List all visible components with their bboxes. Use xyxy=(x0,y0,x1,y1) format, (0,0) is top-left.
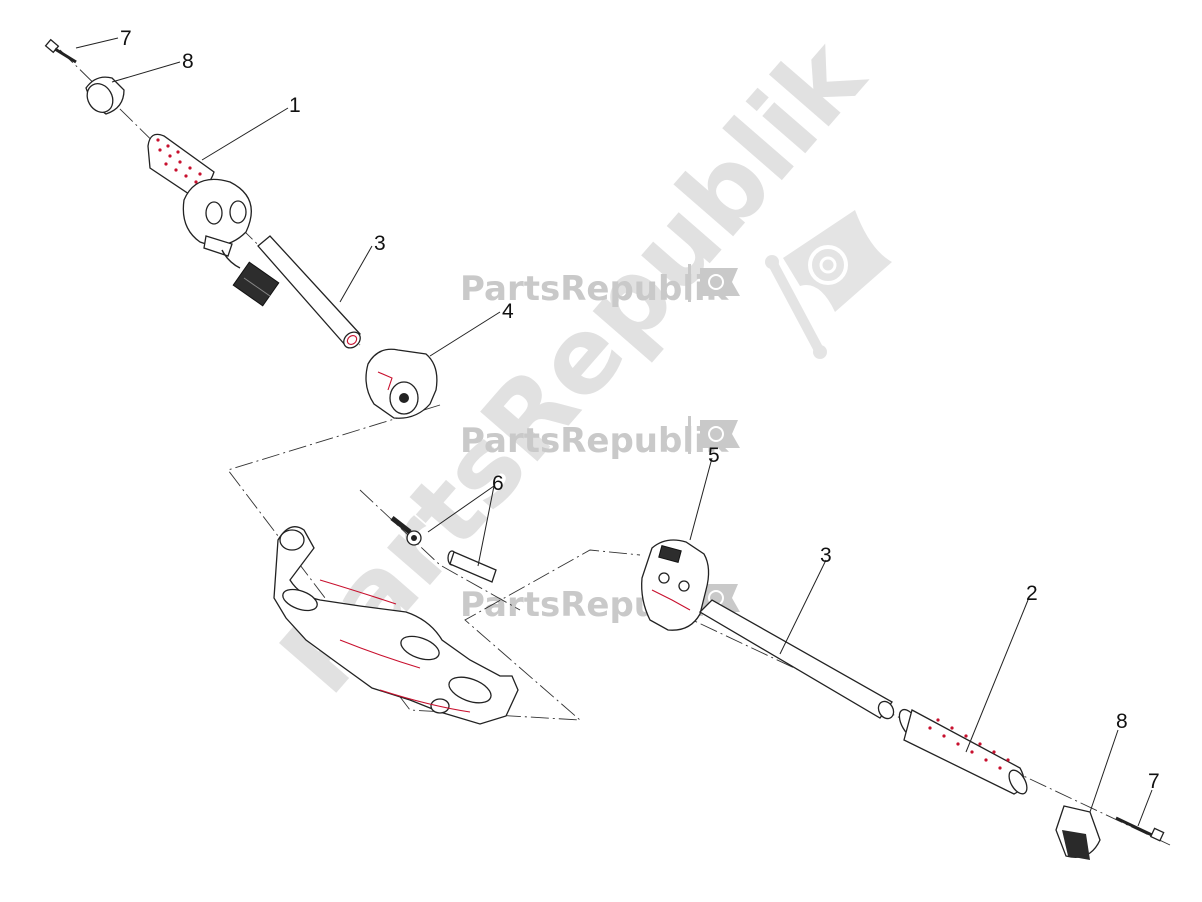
leader-lines xyxy=(75,37,1153,827)
callout-6: 6 xyxy=(492,472,504,495)
callout-5: 5 xyxy=(708,444,720,467)
part-5-left-switch-housing xyxy=(641,539,710,631)
callout-8-bottom: 8 xyxy=(1116,710,1128,733)
part-8-bar-end-top xyxy=(85,76,125,115)
watermark-small-2: PartsRepublik xyxy=(460,416,740,461)
callout-7-bottom: 7 xyxy=(1148,770,1160,793)
part-6-bolts xyxy=(390,516,497,583)
part-7-bolt-bottom xyxy=(1115,816,1165,842)
watermark-small-1: PartsRepublik xyxy=(460,264,740,309)
callout-3-bottom: 3 xyxy=(820,544,832,567)
callouts: 7 8 1 3 4 6 5 3 2 8 7 xyxy=(120,27,1160,793)
part-3-handlebar-tube-bottom xyxy=(698,599,895,720)
watermark-gear-flag-icon xyxy=(765,210,892,359)
part-4-right-switch-housing xyxy=(365,348,438,419)
callout-7-top: 7 xyxy=(120,27,132,50)
watermark-gear-icon xyxy=(700,268,740,296)
callout-2: 2 xyxy=(1026,582,1038,605)
part-8-bar-end-bottom xyxy=(1055,805,1101,860)
callout-3-top: 3 xyxy=(374,232,386,255)
part-2-left-grip xyxy=(898,708,1028,795)
watermark-brand-text: PartsRepublik xyxy=(460,421,730,461)
part-3-handlebar-tube-top xyxy=(257,235,361,349)
callout-1: 1 xyxy=(289,94,301,117)
handlebar-holder-bracket xyxy=(273,526,519,725)
part-1-throttle-grip xyxy=(147,133,252,257)
part-7-bolt-top xyxy=(44,38,77,64)
watermark-brand-text: PartsRepublik xyxy=(460,269,730,309)
wiring-connector xyxy=(221,249,280,307)
watermark-gear-icon xyxy=(700,420,740,448)
callout-8-top: 8 xyxy=(182,50,194,73)
callout-4: 4 xyxy=(502,300,514,323)
